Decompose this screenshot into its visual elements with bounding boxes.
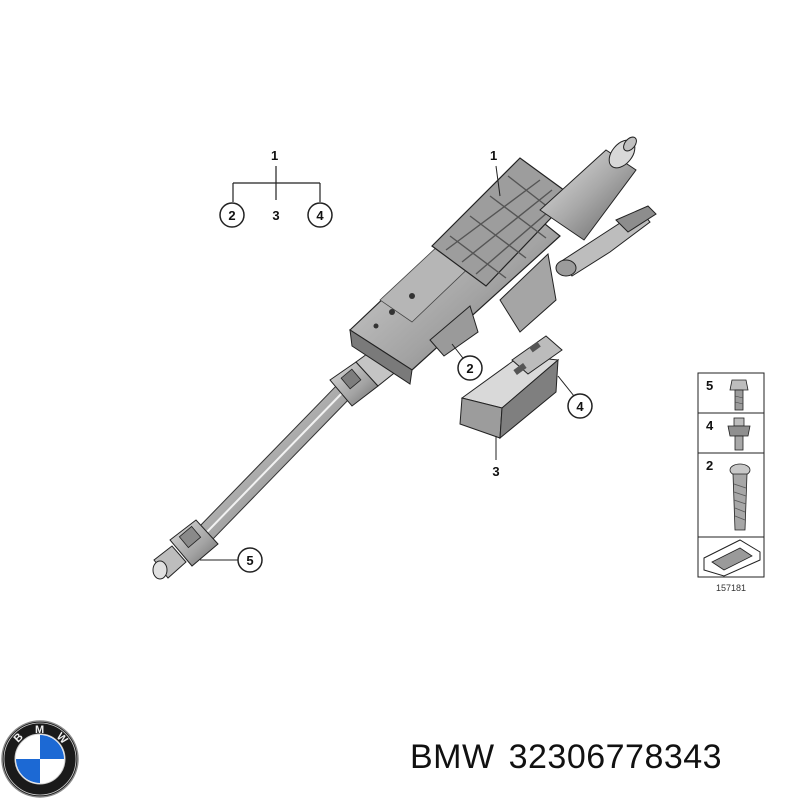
callout-4: 4: [557, 375, 593, 419]
tree-label-1: 1: [271, 148, 278, 163]
tree-circle-2: [219, 202, 245, 228]
nut-bolt-icon: [727, 417, 751, 451]
callout-2: 2: [451, 343, 483, 381]
fastener-legend: 5 4 2 157: [697, 372, 765, 593]
callout-label-4: 4: [576, 399, 584, 414]
tree-label-3: 3: [272, 208, 279, 223]
bolt-icon: [729, 379, 749, 411]
callout-label-5: 5: [246, 553, 253, 568]
part-number: 32306778343: [508, 738, 723, 776]
callout-label-1: 1: [490, 148, 497, 163]
hierarchy-tree: 1 2 3 4: [219, 148, 333, 228]
screw-icon: [729, 463, 751, 531]
direction-arrow-icon: [703, 539, 761, 577]
part-caption: BMW 32306778343: [410, 738, 736, 777]
brand-name: BMW: [410, 738, 495, 776]
tree-label-2: 2: [228, 208, 235, 223]
callout-1: 1: [490, 148, 501, 197]
callout-label-3: 3: [492, 464, 499, 479]
legend-row-label-2: 2: [706, 458, 713, 473]
image-number: 157181: [716, 583, 746, 593]
bmw-logo-icon: B M W: [1, 720, 79, 798]
callout-3: 3: [492, 436, 500, 479]
steering-column-illustration: [152, 136, 657, 580]
legend-row-label-4: 4: [706, 418, 714, 433]
svg-text:M: M: [35, 724, 44, 736]
tree-label-4: 4: [316, 208, 324, 223]
callout-5: 5: [200, 547, 263, 573]
callout-label-2: 2: [466, 361, 473, 376]
control-module-illustration: [459, 335, 563, 440]
tree-circle-4: [307, 202, 333, 228]
legend-row-label-5: 5: [706, 378, 713, 393]
